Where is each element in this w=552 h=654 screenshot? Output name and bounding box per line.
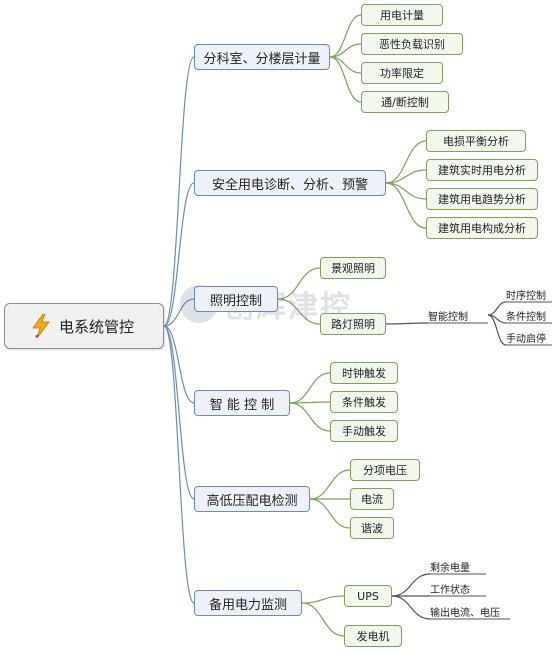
leaf-node[interactable]: 谐波 [350, 517, 394, 539]
leaf-node[interactable]: 景观照明 [320, 257, 386, 279]
branch-hv-lv-detection[interactable]: 高低压配电检测 [194, 486, 310, 512]
connector-line [277, 298, 321, 325]
sub-label: 手动启停 [506, 329, 552, 345]
leaf-label: 用电计量 [380, 9, 424, 22]
connector-line [163, 325, 195, 604]
leaf-label: 恶性负载识别 [379, 38, 445, 51]
leaf-label: 功率限定 [380, 67, 424, 80]
leaf-label: 谐波 [361, 522, 383, 535]
sub-label-text: 时序控制 [506, 290, 546, 302]
leaf-label: 时钟触发 [342, 367, 386, 380]
sub-label: 时序控制 [506, 286, 552, 302]
connector-line [329, 56, 362, 74]
connector-line [163, 325, 195, 500]
connector-line [385, 322, 429, 325]
root-node[interactable]: 电系统管控 [4, 303, 164, 349]
leaf-node[interactable]: 路灯照明 [320, 313, 386, 335]
branch-smart-control[interactable]: 智 能 控 制 [194, 390, 290, 416]
sub-label-text: 条件控制 [506, 311, 546, 323]
branch-safety-diagnosis[interactable]: 安全用电诊断、分析、预警 [194, 170, 386, 196]
leaf-label: 电流 [361, 493, 383, 506]
leaf-label: 电损平衡分析 [443, 135, 509, 148]
leaf-node[interactable]: 分项电压 [350, 459, 420, 481]
connector-line [385, 182, 427, 200]
connector-line [309, 469, 351, 500]
branch-label: 照明控制 [209, 293, 262, 309]
sub-label-text: 剩余电量 [430, 562, 470, 574]
connector-line [329, 56, 362, 103]
leaf-node[interactable]: 恶性负载识别 [361, 33, 463, 55]
connector-line [301, 595, 345, 604]
connector-line [385, 182, 427, 229]
leaf-node[interactable]: 功率限定 [361, 62, 443, 84]
sub-label: 工作状态 [430, 580, 486, 596]
sub-label-text: 手动启停 [506, 333, 546, 345]
branch-label: 智 能 控 制 [209, 397, 275, 413]
leaf-node[interactable]: 建筑用电构成分析 [426, 217, 538, 239]
branch-backup-power[interactable]: 备用电力监测 [194, 590, 302, 616]
connector-line [329, 14, 362, 58]
connector-line [163, 56, 195, 327]
lightning-bolt-icon [32, 314, 50, 338]
sub-label: 智能控制 [428, 307, 488, 323]
leaf-label: 发电机 [356, 630, 390, 643]
leaf-label: 路灯照明 [331, 318, 375, 331]
connector-line [277, 267, 321, 300]
connector-line [487, 314, 507, 346]
sub-label-text: 输出电流、电压 [430, 607, 500, 619]
connector-line [329, 43, 362, 58]
root-label: 电系统管控 [59, 317, 135, 336]
connector-line [385, 140, 427, 184]
connector-line [385, 169, 427, 184]
leaf-label: 建筑用电构成分析 [438, 222, 526, 235]
leaf-label: UPS [357, 589, 379, 603]
connector-line [289, 402, 331, 432]
sub-label-text: 工作状态 [430, 584, 470, 596]
leaf-node[interactable]: 手动触发 [330, 420, 398, 442]
leaf-node[interactable]: 建筑用电趋势分析 [426, 188, 538, 210]
sub-label: 剩余电量 [430, 558, 486, 574]
connector-line [391, 573, 431, 597]
branch-metering[interactable]: 分科室、分楼层计量 [194, 44, 330, 70]
connector-line [309, 498, 351, 529]
sub-label: 条件控制 [506, 307, 552, 323]
branch-lighting-control[interactable]: 照明控制 [194, 286, 278, 312]
leaf-node[interactable]: 条件触发 [330, 391, 398, 413]
leaf-node[interactable]: 时钟触发 [330, 362, 398, 384]
connector-line [301, 602, 345, 637]
connector-line [163, 182, 195, 327]
leaf-label: 通/断控制 [381, 96, 429, 109]
leaf-label: 建筑实时用电分析 [438, 164, 526, 177]
leaf-node[interactable]: 电损平衡分析 [426, 130, 526, 152]
leaf-node[interactable]: 通/断控制 [361, 91, 449, 113]
branch-label: 备用电力监测 [208, 597, 287, 613]
branch-label: 高低压配电检测 [206, 493, 298, 509]
connector-line [289, 372, 331, 404]
branch-label: 分科室、分楼层计量 [203, 51, 321, 67]
sub-label-text: 智能控制 [428, 311, 468, 323]
leaf-label: 条件触发 [342, 396, 386, 409]
branch-label: 安全用电诊断、分析、预警 [211, 177, 368, 193]
connector-line [391, 595, 431, 620]
leaf-node[interactable]: 发电机 [344, 625, 402, 647]
leaf-label: 手动触发 [342, 425, 386, 438]
leaf-node[interactable]: 电流 [350, 488, 394, 510]
connector-line [163, 325, 195, 404]
leaf-label: 建筑用电趋势分析 [438, 193, 526, 206]
leaf-node[interactable]: UPS [344, 585, 392, 607]
leaf-node[interactable]: 建筑实时用电分析 [426, 159, 538, 181]
sub-label: 输出电流、电压 [430, 603, 510, 619]
leaf-label: 景观照明 [331, 262, 375, 275]
connector-line [487, 301, 507, 316]
connector-line [163, 298, 195, 327]
leaf-node[interactable]: 用电计量 [361, 4, 443, 26]
leaf-label: 分项电压 [363, 464, 407, 477]
